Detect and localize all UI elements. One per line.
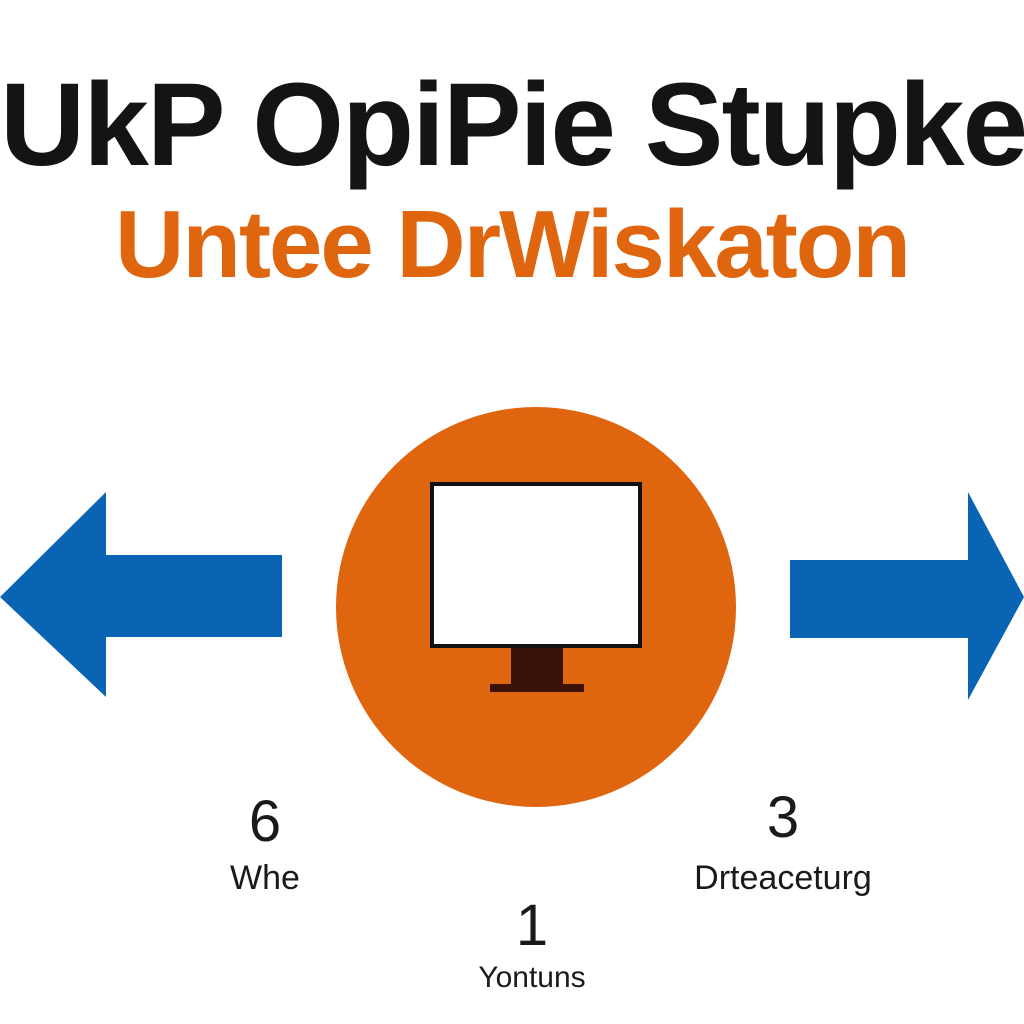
page-title: UkP OpiPie Stupket <box>0 59 1024 191</box>
right-number: 3 <box>766 785 800 850</box>
center-number: 1 <box>515 893 549 958</box>
arrow-right-icon <box>790 492 1024 700</box>
center-caption: Yontuns <box>478 961 586 994</box>
left-number: 6 <box>248 789 282 854</box>
monitor-icon <box>430 482 642 692</box>
left-caption: Whe <box>230 859 300 897</box>
arrow-left-icon <box>0 492 282 697</box>
page-subtitle: Untee DrWiskaton <box>115 191 911 298</box>
right-caption: Drteaceturg <box>694 859 872 897</box>
